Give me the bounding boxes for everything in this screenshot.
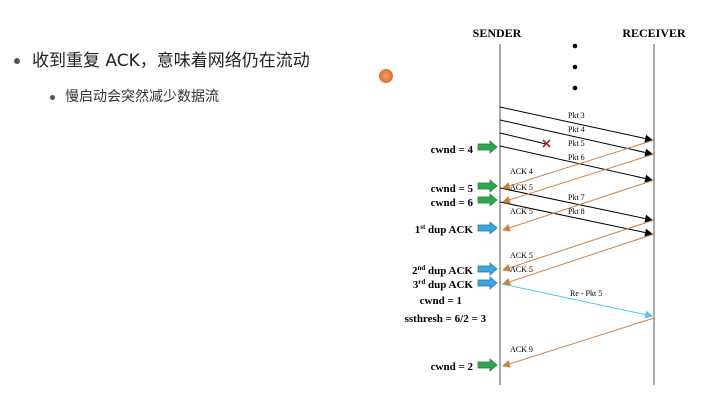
event-ssthresh: ssthresh = 6/2 = 3: [405, 313, 487, 325]
ack9-line: [502, 317, 655, 368]
ack5-dup3-label: ACK 5: [510, 265, 533, 274]
retransmit-pkt5-label: Re - Pkt 5: [570, 289, 602, 298]
ack5-first-label: ACK 5: [510, 183, 533, 192]
event-dup-ack-2: 2nd dup ACK: [412, 264, 473, 277]
event-dup-ack-3: 3rd dup ACK: [413, 278, 474, 291]
blue-right-arrow-icon: [477, 221, 498, 235]
ack5-dup2-label: ACK 5: [510, 251, 533, 260]
packet-pkt7-label: Pkt 7: [568, 193, 585, 202]
ellipsis-dot: [572, 85, 578, 91]
ack4-line: [502, 139, 655, 190]
bullet-dot-icon: [14, 58, 20, 64]
dup1-rest: dup ACK: [425, 224, 473, 236]
blue-right-arrow-icon: [477, 276, 498, 290]
bullet-dot-icon: [50, 94, 55, 100]
event-cwnd5: cwnd = 5: [431, 183, 474, 195]
ack5-dup1-line: [502, 179, 655, 232]
event-cwnd1: cwnd = 1: [420, 295, 462, 307]
dup2-num: 2: [412, 265, 418, 277]
dup1-sup: st: [420, 223, 426, 231]
packet-pkt8-label: Pkt 8: [568, 207, 585, 216]
event-cwnd2: cwnd = 2: [431, 361, 474, 373]
bullet-sub: 慢启动会突然减少数据流: [50, 86, 219, 106]
dup1-num: 1: [415, 224, 421, 236]
dup3-num: 3: [413, 279, 419, 291]
packet-loss-x-icon: [542, 139, 551, 148]
packet-pkt3-label: Pkt 3: [568, 111, 585, 120]
packet-pkt6-label: Pkt 6: [568, 153, 585, 162]
event-cwnd6: cwnd = 6: [431, 197, 474, 209]
green-right-arrow-icon: [477, 193, 498, 207]
packet-pkt7-line: [499, 187, 653, 223]
green-right-arrow-icon: [477, 358, 498, 372]
bullet-main: 收到重复 ACK，意味着网络仍在流动: [14, 46, 310, 71]
packet-pkt3-line: [499, 106, 653, 143]
ellipsis-dot: [572, 43, 578, 49]
ack5-dup1-label: ACK 5: [510, 207, 533, 216]
packet-pkt5-lost-line: [499, 132, 547, 145]
packet-pkt4-label: Pkt 4: [568, 125, 585, 134]
ellipsis-dot: [572, 64, 578, 70]
receiver-label: RECEIVER: [622, 26, 686, 40]
pointer-dot-icon: [379, 69, 393, 83]
sender-label: SENDER: [473, 26, 522, 40]
dup3-sup: rd: [418, 278, 425, 286]
green-right-arrow-icon: [477, 140, 498, 154]
ack5-dup3-line: [502, 233, 655, 286]
dup2-sup: nd: [418, 264, 426, 272]
dup3-rest: dup ACK: [425, 279, 473, 291]
ack5-first-line: [502, 153, 655, 204]
packet-pkt5-label: Pkt 5: [568, 139, 585, 148]
bullet-sub-text: 慢启动会突然减少数据流: [65, 89, 219, 105]
event-dup-ack-1: 1st dup ACK: [415, 223, 474, 236]
green-right-arrow-icon: [477, 179, 498, 193]
ack5-dup2-line: [502, 219, 655, 272]
ack4-label: ACK 4: [510, 167, 533, 176]
retransmit-pkt5-line: [501, 283, 653, 319]
ack9-label: ACK 9: [510, 345, 533, 354]
blue-right-arrow-icon: [477, 262, 498, 276]
bullet-main-text: 收到重复 ACK，意味着网络仍在流动: [32, 51, 310, 71]
event-cwnd4: cwnd = 4: [431, 144, 474, 156]
dup2-rest: dup ACK: [425, 265, 473, 277]
packet-pkt6-line: [499, 145, 653, 183]
